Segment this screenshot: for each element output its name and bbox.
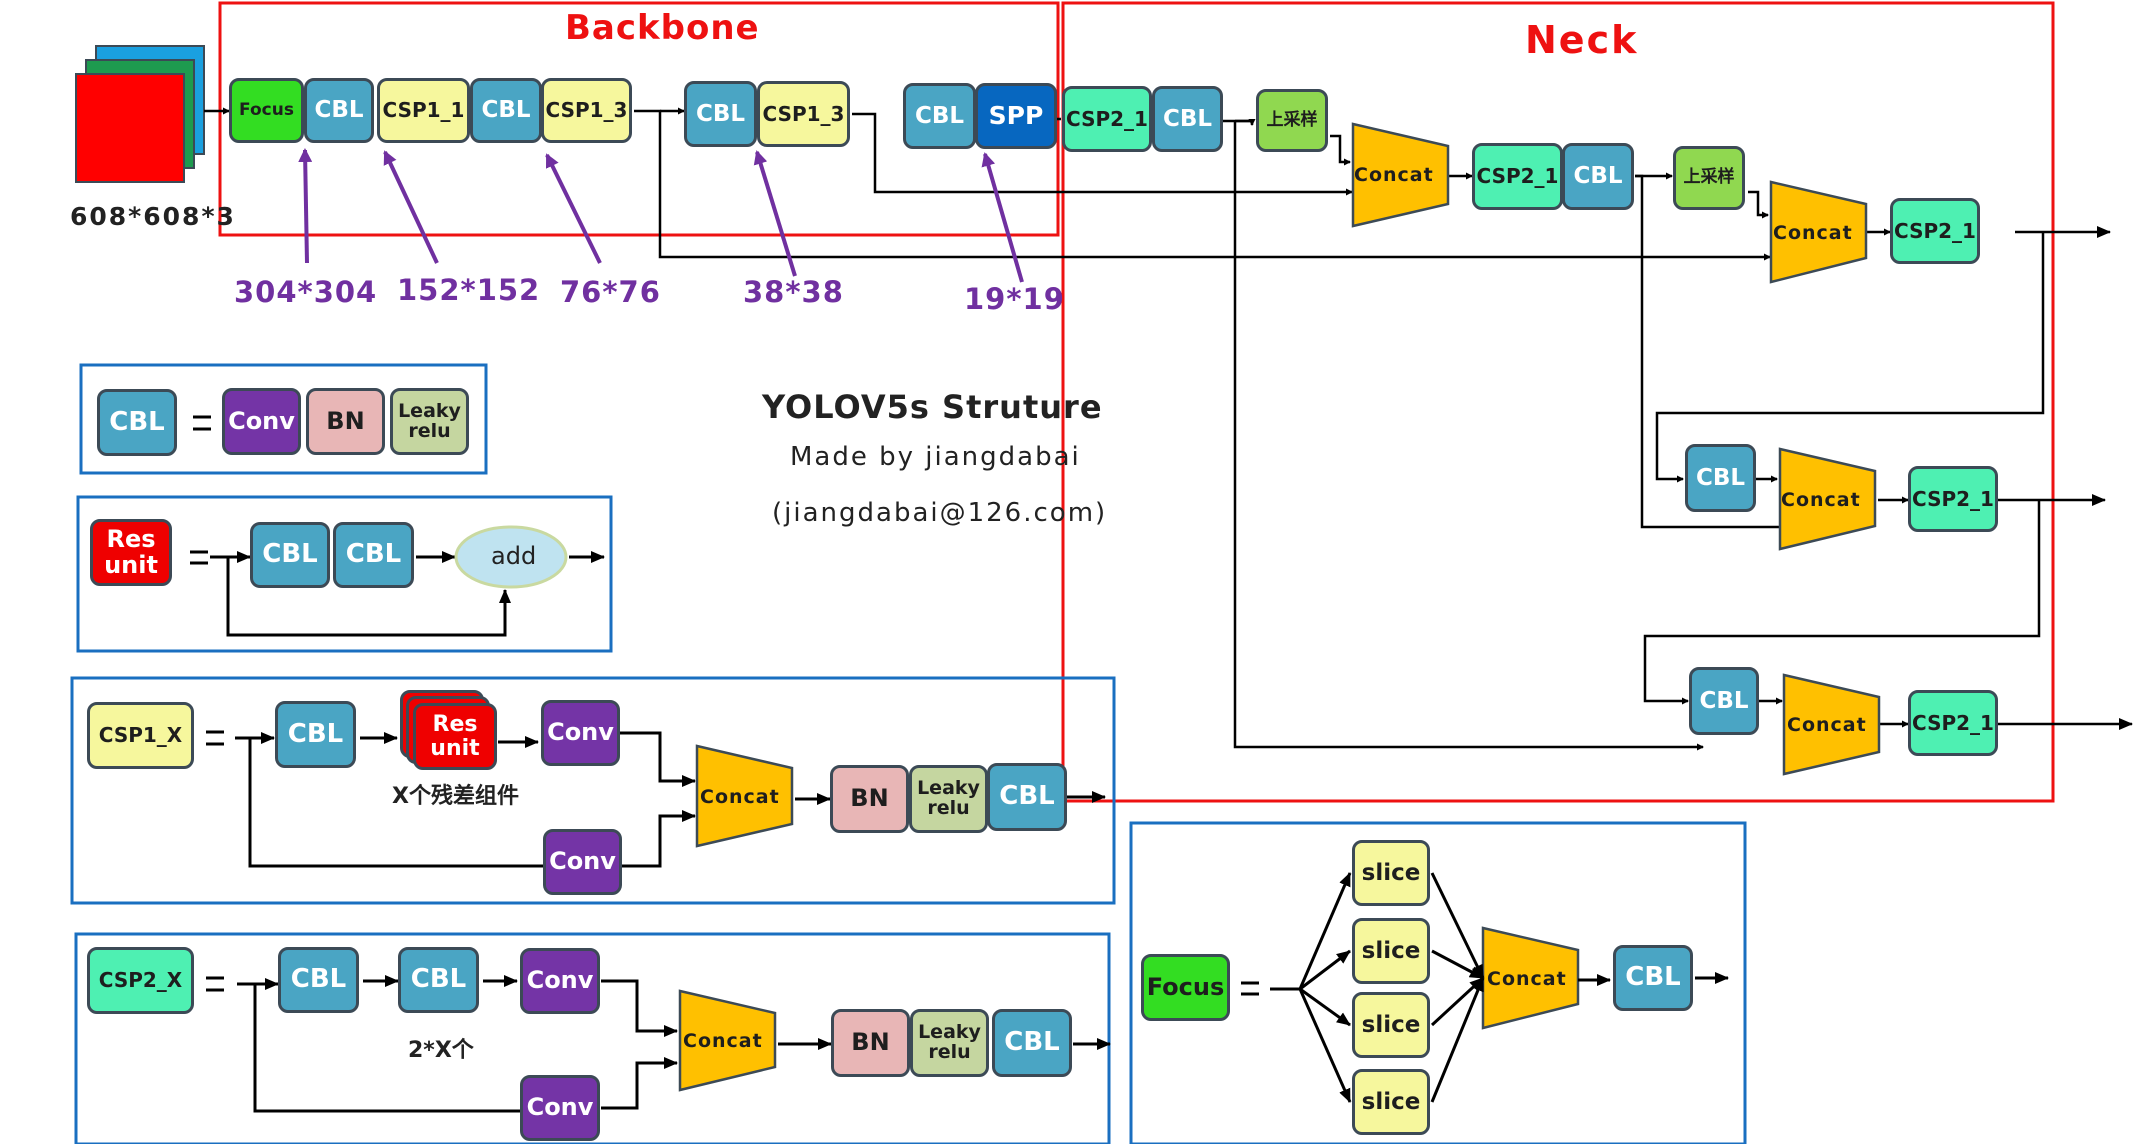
neck-cbl-a: CBL <box>1152 86 1223 152</box>
legend-cbl-bn: BN <box>306 388 385 455</box>
focus-concat-label: Concat <box>1487 968 1567 990</box>
add-node <box>454 525 568 589</box>
legend-cbl-conv: Conv <box>222 388 301 455</box>
neck-upsample-1: 上采样 <box>1256 89 1328 152</box>
neck-concat-3 <box>1778 447 1877 551</box>
backbone-cbl-1: CBL <box>304 78 374 143</box>
neck-csp2-b: CSP2_1 <box>1472 143 1563 210</box>
neck-concat-1 <box>1351 122 1450 228</box>
legend-csp1-border <box>70 676 1116 905</box>
input-size-label: 608*608*3 <box>70 202 236 231</box>
legend-csp1-x: CSP1_X <box>87 702 194 769</box>
neck-csp2-out-2: CSP2_1 <box>1908 466 1998 532</box>
legend-slice-1: slice <box>1352 840 1430 906</box>
input-layer-red <box>75 73 185 183</box>
csp1-res-count-note: X个残差组件 <box>392 784 519 809</box>
author-line: Made by jiangdabai <box>790 442 1081 472</box>
neck-cbl-d: CBL <box>1689 667 1759 735</box>
legend-csp1-conv-bottom: Conv <box>543 829 622 895</box>
legend-csp2-leaky: Leaky relu <box>910 1009 989 1077</box>
neck-csp2-out-3: CSP2_1 <box>1908 690 1998 756</box>
add-label: add <box>491 542 537 570</box>
backbone-csp1-1: CSP1_1 <box>377 78 470 143</box>
legend-csp1-bn: BN <box>830 765 909 833</box>
neck-concat-2 <box>1769 180 1868 284</box>
neck-concat-4-label: Concat <box>1787 714 1867 736</box>
legend-csp2-cbl-2: CBL <box>398 947 479 1013</box>
neck-csp2-out-1: CSP2_1 <box>1890 198 1980 264</box>
legend-csp1-cbl-out: CBL <box>987 763 1067 831</box>
size-label-152: 152*152 <box>397 273 541 307</box>
csp2-cbl-count-note: 2*X个 <box>408 1038 474 1063</box>
legend-res-unit: Res unit <box>90 519 172 586</box>
backbone-csp1-3a: CSP1_3 <box>541 78 632 143</box>
neck-concat-3-label: Concat <box>1781 489 1861 511</box>
neck-csp2-a: CSP2_1 <box>1062 86 1152 152</box>
csp2-concat-label: Concat <box>683 1030 763 1052</box>
legend-csp1-res-unit: Res unit <box>413 703 497 770</box>
legend-slice-2: slice <box>1352 918 1430 984</box>
neck-title: Neck <box>1525 18 1639 62</box>
size-label-76: 76*76 <box>560 275 661 309</box>
legend-cbl-leaky: Leaky relu <box>390 388 469 455</box>
legend-csp2-x: CSP2_X <box>87 947 194 1014</box>
backbone-cbl-4: CBL <box>903 83 976 149</box>
neck-cbl-c: CBL <box>1685 444 1756 512</box>
legend-csp2-cbl-1: CBL <box>278 947 359 1013</box>
legend-cbl-border <box>79 363 488 475</box>
backbone-spp: SPP <box>975 83 1057 149</box>
csp2-concat <box>678 989 777 1092</box>
neck-concat-2-label: Concat <box>1773 222 1853 244</box>
backbone-title: Backbone <box>565 8 760 48</box>
legend-csp1-conv-top: Conv <box>541 700 620 766</box>
legend-csp2-conv-bottom: Conv <box>520 1075 600 1141</box>
neck-upsample-2: 上采样 <box>1673 146 1745 210</box>
neck-concat-4 <box>1782 673 1881 776</box>
legend-res-cbl-1: CBL <box>250 522 330 588</box>
legend-focus-cbl: CBL <box>1613 945 1693 1011</box>
legend-csp1-cbl: CBL <box>275 701 356 768</box>
backbone-focus: Focus <box>229 78 304 143</box>
backbone-cbl-3: CBL <box>684 81 757 147</box>
diagram-title: YOLOV5s Struture <box>762 388 1103 426</box>
neck-cbl-b: CBL <box>1562 143 1634 210</box>
legend-csp2-cbl-out: CBL <box>992 1009 1072 1077</box>
legend-slice-4: slice <box>1352 1069 1430 1135</box>
legend-focus: Focus <box>1141 954 1230 1021</box>
author-email: (jiangdabai@126.com) <box>772 498 1108 528</box>
backbone-cbl-2: CBL <box>470 78 542 143</box>
focus-concat <box>1481 926 1580 1030</box>
neck-border <box>1061 1 2055 803</box>
csp1-concat <box>695 744 794 848</box>
legend-res-border <box>76 495 613 653</box>
legend-focus-border <box>1129 821 1747 1144</box>
size-label-304: 304*304 <box>234 275 378 309</box>
legend-csp2-bn: BN <box>831 1009 910 1077</box>
legend-res-cbl-2: CBL <box>333 522 414 588</box>
legend-slice-3: slice <box>1352 992 1430 1058</box>
legend-csp1-leaky: Leaky relu <box>909 765 988 833</box>
legend-csp2-conv-top: Conv <box>520 948 600 1014</box>
backbone-csp1-3b: CSP1_3 <box>757 81 850 147</box>
size-label-38: 38*38 <box>743 275 844 309</box>
csp1-concat-label: Concat <box>700 786 780 808</box>
size-label-19: 19*19 <box>964 282 1065 316</box>
legend-cbl: CBL <box>97 389 177 456</box>
neck-concat-1-label: Concat <box>1354 164 1434 186</box>
